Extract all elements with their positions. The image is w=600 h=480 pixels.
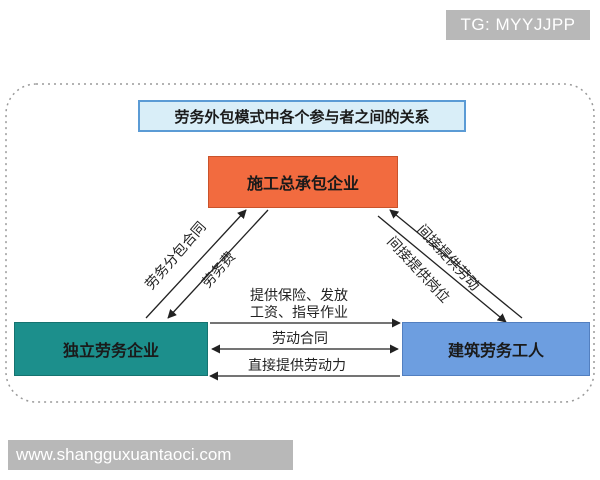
- node-labor-company: 独立劳务企业: [14, 322, 208, 376]
- node-construction-workers: 建筑劳务工人: [402, 322, 590, 376]
- node-general-contractor: 施工总承包企业: [208, 156, 398, 208]
- label-insurance: 提供保险、发放: [250, 288, 348, 304]
- watermark-top: TG: MYYJJPP: [446, 10, 590, 40]
- right-edge-arrow-down: [377, 215, 507, 323]
- left-edge-arrow-up: [145, 209, 247, 319]
- label-wages-guidance: 工资、指导作业: [250, 305, 348, 321]
- label-labor-contract: 劳动合同: [272, 331, 328, 347]
- diagram-title: 劳务外包模式中各个参与者之间的关系: [138, 100, 466, 132]
- label-direct-labor: 直接提供劳动力: [248, 358, 346, 374]
- left-edge-arrow-down: [167, 209, 269, 319]
- watermark-bottom: www.shangguxuantaoci.com: [8, 440, 293, 470]
- dotted-frame: [5, 83, 595, 403]
- right-edge-arrow-up: [389, 209, 523, 319]
